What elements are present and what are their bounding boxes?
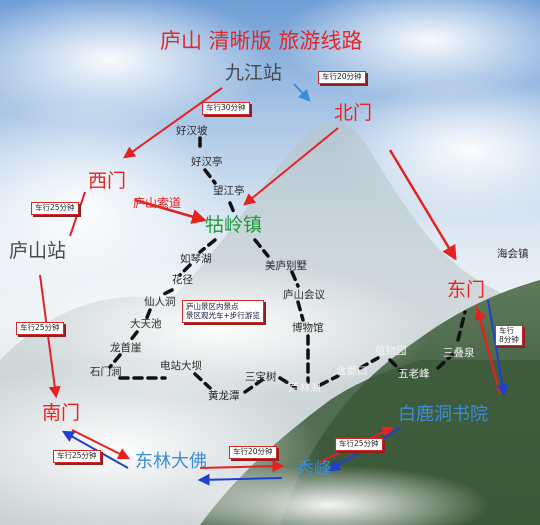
place-donglin-buddha: 东林大佛 (135, 451, 207, 472)
spot-dianzhan-dam: 电站大坝 (160, 360, 202, 372)
place-jiujiang-station: 九江站 (225, 62, 283, 84)
place-east-gate: 东门 (447, 279, 486, 301)
tag-xiufeng-bailudong: 车行25分钟 (335, 438, 383, 451)
tag-jiujiang-beimen: 车行20分钟 (318, 71, 366, 84)
spot-huajing: 花径 (172, 274, 193, 286)
scenic-note-line1: 庐山景区内景点 (186, 302, 239, 311)
spot-ruqinhu: 如琴湖 (180, 253, 212, 265)
spot-lushan-conference: 庐山会议 (283, 289, 325, 301)
place-lushan-station: 庐山站 (9, 240, 67, 262)
spot-huanglongtan: 黄龙潭 (208, 390, 240, 402)
place-north-gate: 北门 (334, 102, 373, 124)
spot-museum: 博物馆 (292, 322, 324, 334)
place-south-gate: 南门 (42, 402, 81, 424)
spot-shimenjian: 石门涧 (90, 366, 122, 378)
scenic-area-note: 庐山景区内景点 景区观光车+步行游览 (182, 300, 264, 323)
scenic-note-line2: 景区观光车+步行游览 (186, 311, 260, 321)
spot-wulaofeng: 五老峰 (398, 368, 430, 380)
spot-sanbaoshu: 三宝树 (245, 371, 277, 383)
place-xiufeng: 秀峰 (296, 459, 332, 480)
map-title: 庐山 清晰版 旅游线路 (160, 29, 363, 53)
tag-lushan-ximen: 车行25分钟 (31, 202, 79, 215)
tag-dongmen-bailudong: 车行 8分钟 (495, 325, 523, 347)
spot-datianchi: 大天池 (130, 318, 162, 330)
spot-luhu: 芦林湖 (289, 382, 321, 394)
spot-meilu-villa: 美庐别墅 (265, 260, 307, 272)
tag-nanmen-donglin: 车行25分钟 (53, 450, 101, 463)
tag-jiujiang-ximen: 车行30分钟 (202, 102, 250, 115)
tag-lushan-nanmen: 车行25分钟 (16, 322, 64, 335)
spot-haihui-town: 海会镇 (497, 248, 529, 260)
spot-wangjiangting: 望江亭 (213, 185, 245, 197)
spot-haohanting: 好汉亭 (191, 156, 223, 168)
tag-donglin-xiufeng: 车行20分钟 (229, 446, 277, 459)
spot-hanpokou: 含鄱口 (336, 365, 368, 377)
place-west-gate: 西门 (88, 170, 127, 192)
spot-xianrendong: 仙人洞 (144, 296, 176, 308)
place-guling-town: 牯岭镇 (205, 214, 263, 236)
place-bailudong-academy: 白鹿洞书院 (398, 404, 488, 425)
spot-sandiequan: 三叠泉 (443, 347, 475, 359)
spot-haohanpo: 好汉坡 (176, 125, 208, 137)
spot-longshouya: 龙首崖 (110, 342, 142, 354)
cableway-label: 庐山索道 (133, 196, 182, 210)
spot-zhiwuyuan: 植物园 (375, 345, 407, 357)
